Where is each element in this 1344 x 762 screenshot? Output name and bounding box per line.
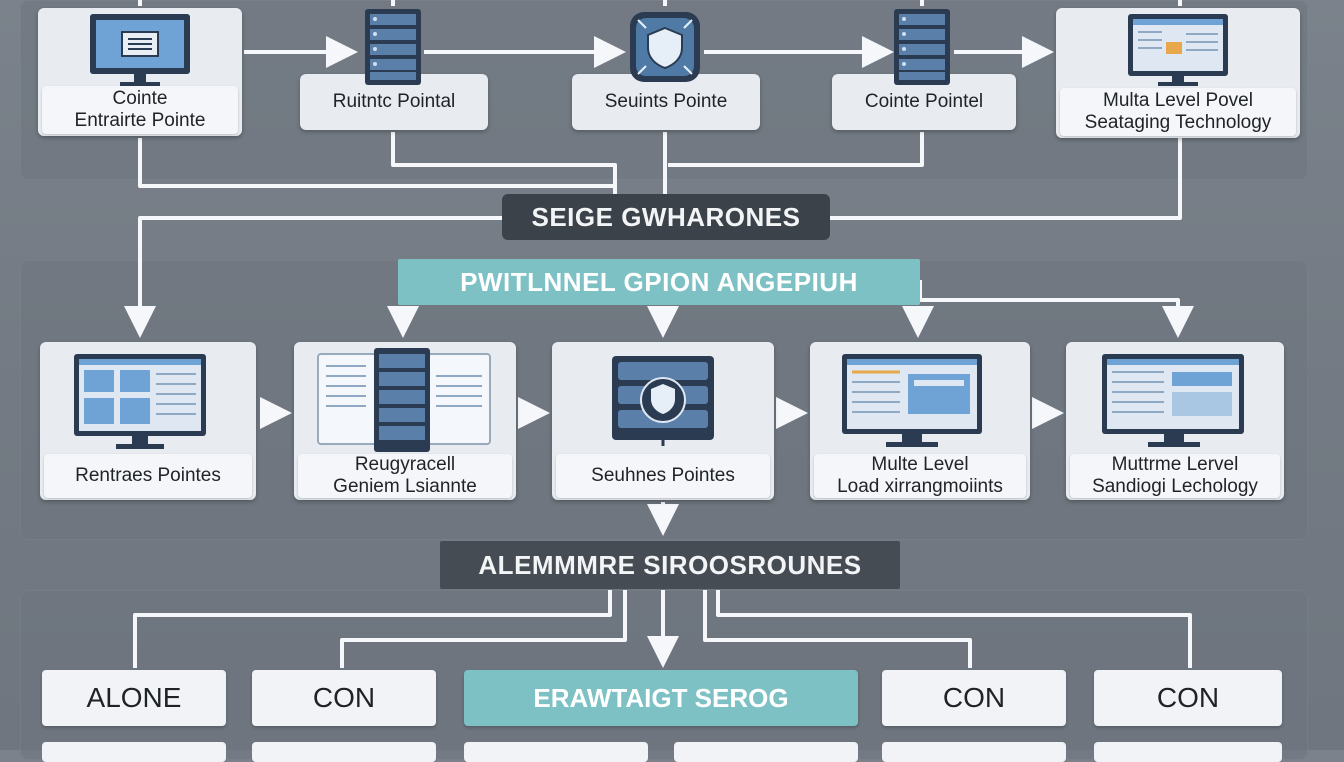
bottom-box-con-1[interactable]: CON	[252, 670, 436, 726]
monitor-icon	[842, 354, 982, 447]
server-rack-icon	[365, 9, 421, 85]
next-row-stub	[882, 742, 1066, 762]
server-rack-icon	[894, 9, 950, 85]
mid-card-4[interactable]: Multe Level Load xirrangmoiints	[810, 342, 1030, 500]
mid-card-1[interactable]: Rentraes Pointes	[40, 342, 256, 500]
bottom-box-erawtaigt-serog[interactable]: ERAWTAIGT SEROG	[464, 670, 858, 726]
monitor-icon	[1128, 14, 1228, 86]
banner-pwitlnnel-gpion-angepiuh: PWITLNNEL GPION ANGEPIUH	[398, 259, 920, 305]
mid-card-3-label: Seuhnes Pointes	[556, 454, 770, 498]
mid-card-5[interactable]: Muttrme Lervel Sandiogi Lechology	[1066, 342, 1284, 500]
next-row-stub	[252, 742, 436, 762]
bottom-box-alone[interactable]: ALONE	[42, 670, 226, 726]
mid-card-3[interactable]: Seuhnes Pointes	[552, 342, 774, 500]
top-card-4-label: Cointe Pointel	[864, 91, 984, 112]
next-row-stub	[674, 742, 858, 762]
top-card-3[interactable]: Seuints Pointe	[572, 74, 760, 130]
shield-icon	[630, 12, 700, 82]
top-card-2-label: Ruitntc Pointal	[332, 91, 456, 112]
top-card-1[interactable]: Cointe Entrairte Pointe	[38, 8, 242, 136]
next-row-stub	[1094, 742, 1282, 762]
next-row-stub	[464, 742, 648, 762]
banner-alemmmre-siroosrounes: ALEMMMRE SIROOSROUNES	[440, 541, 900, 589]
mid-card-4-label: Multe Level Load xirrangmoiints	[814, 454, 1026, 498]
mid-card-2[interactable]: Reugyracell Geniem Lsiannte	[294, 342, 516, 500]
monitor-icon	[90, 14, 190, 86]
mid-card-2-label: Reugyracell Geniem Lsiannte	[298, 454, 512, 498]
mid-card-1-label: Rentraes Pointes	[44, 454, 252, 498]
banner-seige-gwharones: SEIGE GWHARONES	[502, 194, 830, 240]
server-shield-icon	[612, 356, 714, 446]
next-row-stub	[42, 742, 226, 762]
top-card-5[interactable]: Multa Level Povel Seataging Technology	[1056, 8, 1300, 138]
monitor-icon	[74, 354, 206, 449]
mid-card-5-label: Muttrme Lervel Sandiogi Lechology	[1070, 454, 1280, 498]
top-card-1-label: Cointe Entrairte Pointe	[42, 86, 238, 134]
top-card-3-label: Seuints Pointe	[604, 91, 728, 112]
bottom-box-con-2[interactable]: CON	[882, 670, 1066, 726]
monitor-icon	[1102, 354, 1244, 447]
top-card-5-label: Multa Level Povel Seataging Technology	[1060, 88, 1296, 136]
bottom-box-con-3[interactable]: CON	[1094, 670, 1282, 726]
document-server-icon	[317, 348, 491, 452]
